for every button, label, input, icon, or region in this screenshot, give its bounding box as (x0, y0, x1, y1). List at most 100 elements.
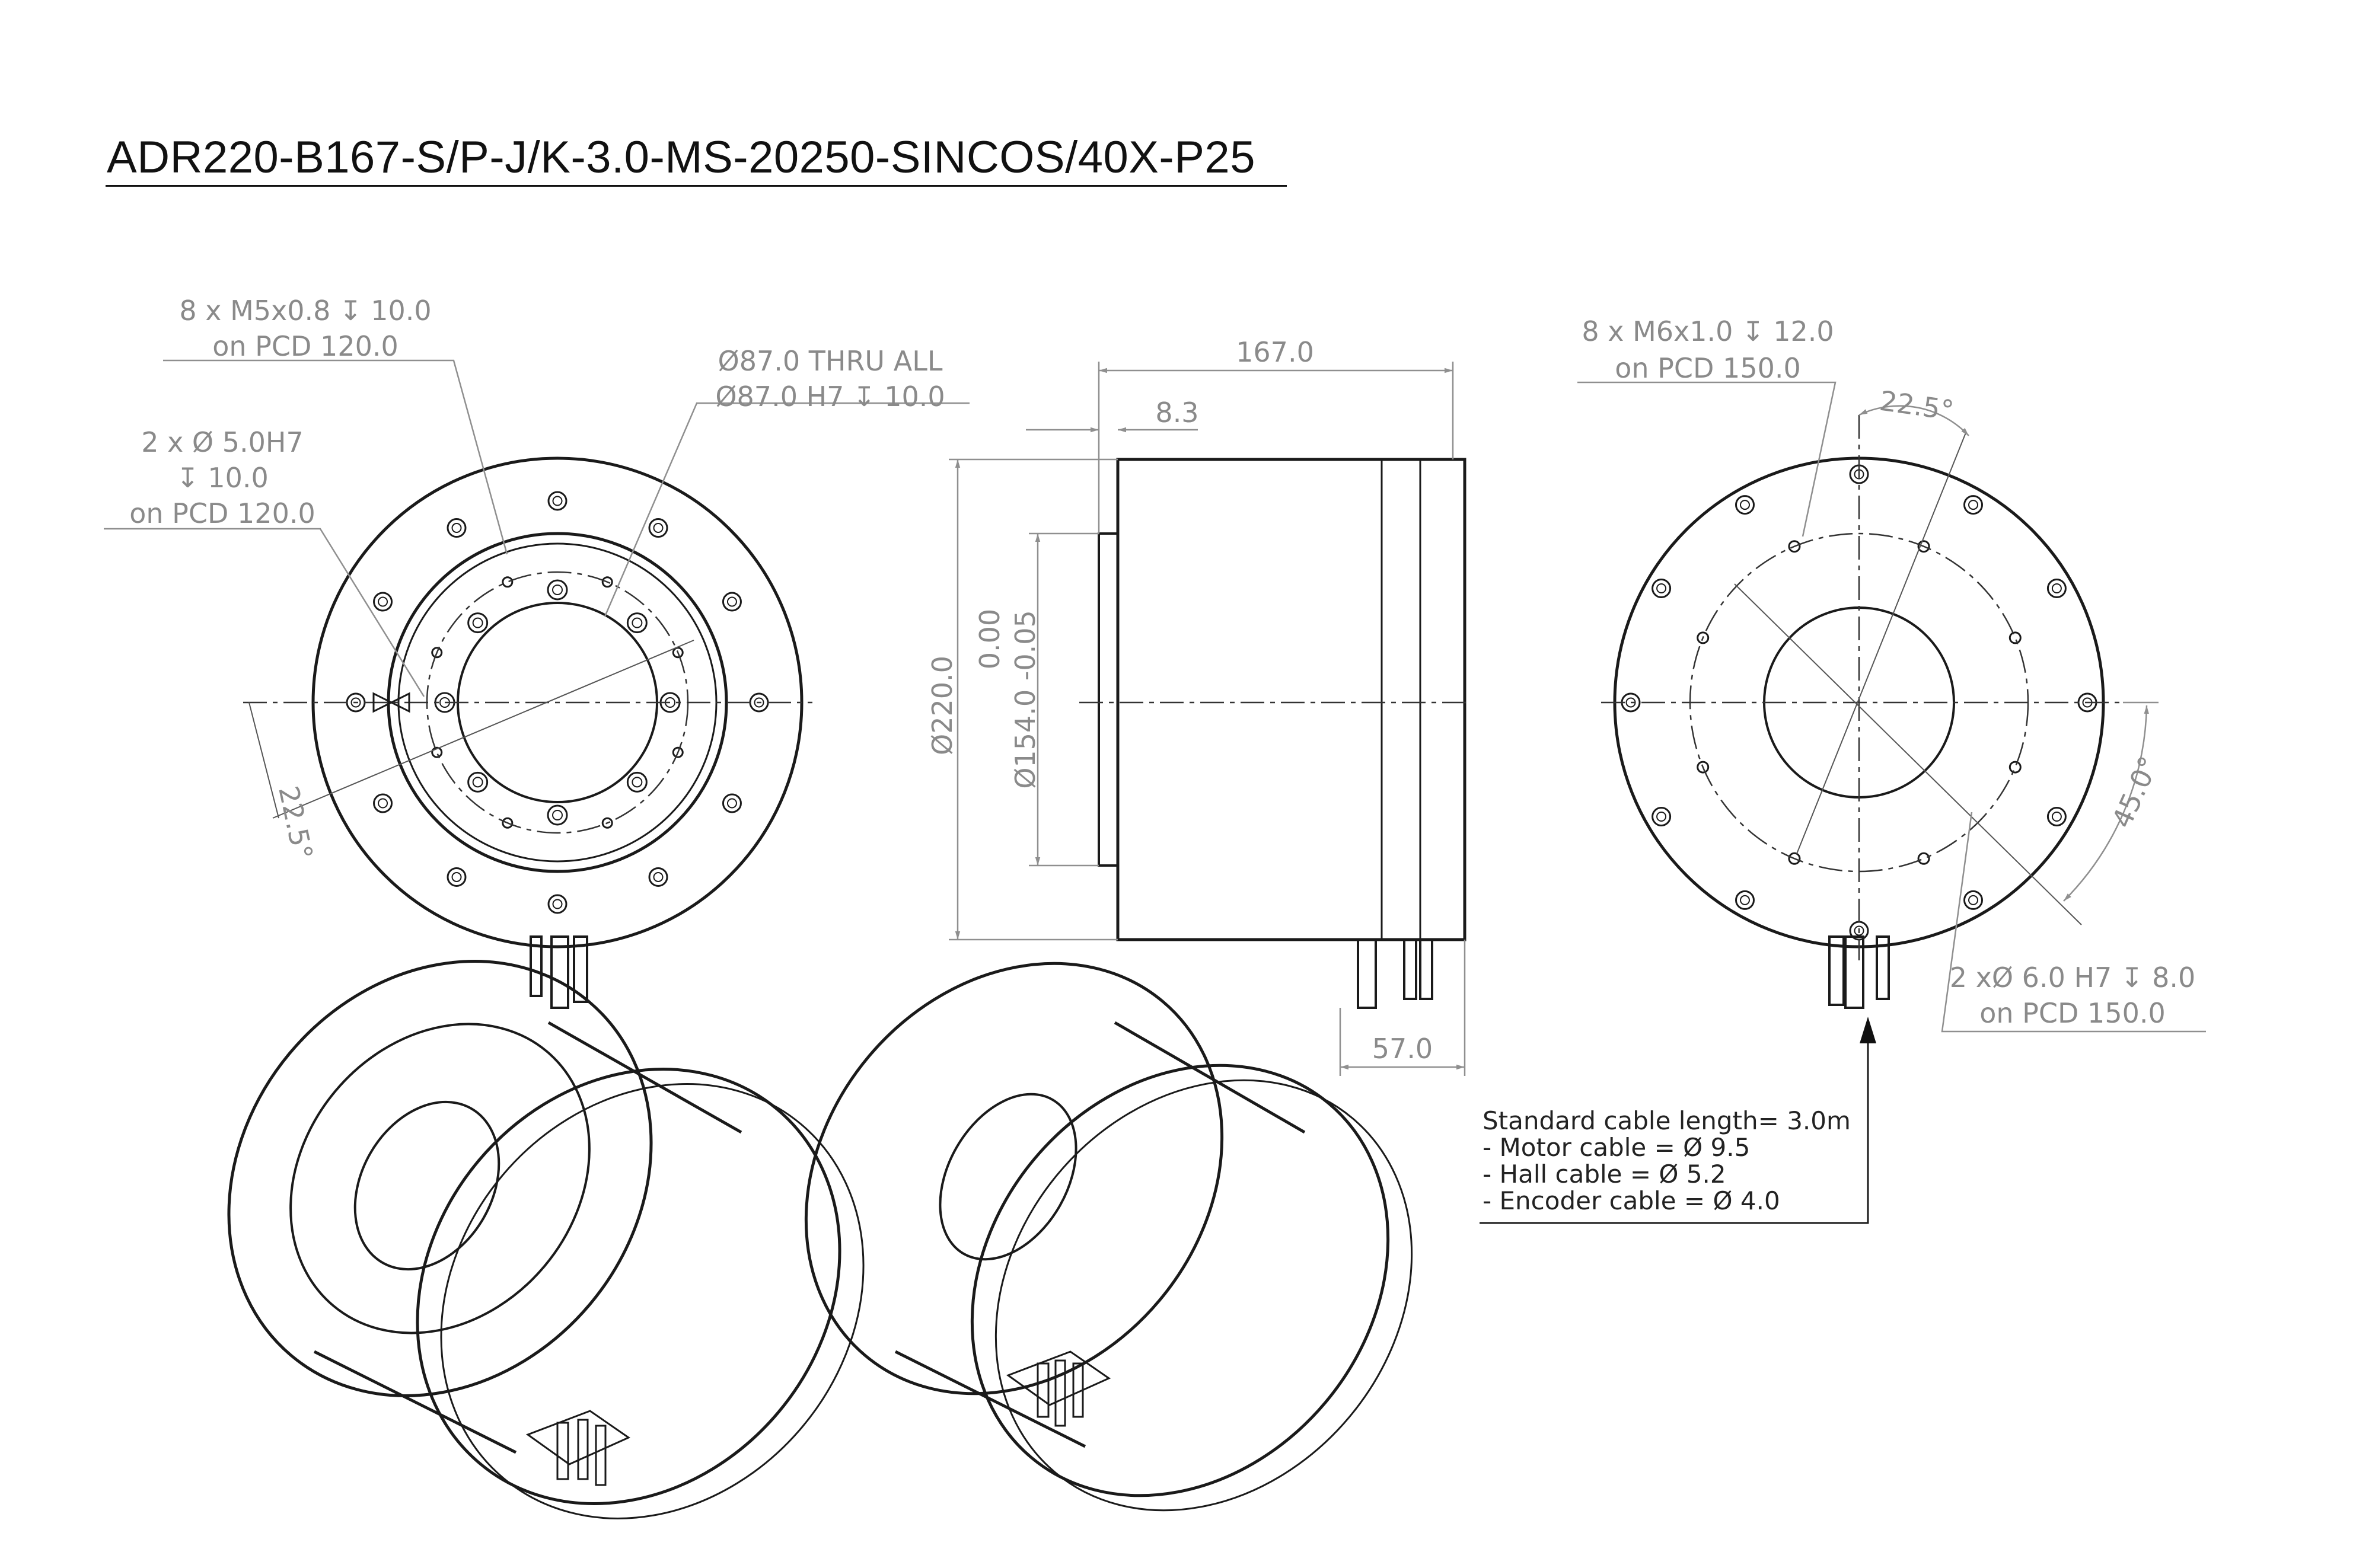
iso2-bottom-edge (894, 1350, 1086, 1448)
front-outer-bolt-hole (648, 867, 668, 887)
iso1-flange (289, 1023, 591, 1334)
front-outer-bolt-hole-inner (552, 496, 563, 506)
front-pin-callout-line1: 2 x Ø 5.0H7 (141, 426, 304, 458)
rear-m6-callout-line1: 8 x M6x1.0 ↧ 12.0 (1582, 315, 1834, 347)
side-cable-stubs (1357, 938, 1433, 1009)
front-outer-bolt-hole (648, 518, 668, 538)
title-underline (106, 185, 1287, 187)
front-outer-bolt-hole-inner (726, 798, 737, 809)
rear-outer-bolt-hole-inner (1740, 895, 1750, 905)
front-pin-leader (104, 528, 425, 697)
iso1-connector (525, 1410, 631, 1486)
side-pilot-tol-label: 0.00 (974, 609, 1006, 669)
rear-angle-side-label: 45.0° (2106, 752, 2165, 833)
front-outer-bolt-hole-inner (754, 697, 764, 708)
side-flange-label: 8.3 (1155, 397, 1198, 429)
front-bore-leader (604, 402, 970, 617)
front-outer-bolt-hole-inner (653, 523, 664, 534)
front-pcd-hole (601, 817, 613, 829)
front-view: 8 x M5x0.8 ↧ 10.0 on PCD 120.0 Ø87.0 THR… (104, 295, 970, 1009)
front-angle-arc (248, 702, 279, 819)
front-angle-label: 22.5° (272, 783, 319, 863)
side-pilot-dia-label: Ø154.0 -0.05 (1009, 610, 1041, 789)
front-bore-callout-line2: Ø87.0 H7 ↧ 10.0 (715, 381, 945, 413)
rear-pcd-hole (1788, 540, 1801, 553)
iso2-connector (1006, 1350, 1111, 1427)
front-outer-bolt-hole-inner (350, 697, 361, 708)
front-outer-bolt-hole (447, 518, 467, 538)
iso2-bore (939, 1093, 1077, 1261)
front-inner-bolt-hole-inner (632, 777, 643, 788)
front-m5-callout-line1: 8 x M5x0.8 ↧ 10.0 (179, 295, 431, 327)
rear-angle-side-arc (2063, 705, 2149, 902)
rear-pcd-hole (1917, 852, 1930, 865)
rear-outer-bolt-hole-inner (2051, 812, 2062, 822)
rear-angle-line (1796, 432, 1966, 854)
iso2-front-edge (970, 1064, 1390, 1497)
front-pin-callout-line3: on PCD 120.0 (129, 497, 315, 529)
side-body (1116, 458, 1466, 941)
front-outer-bolt-hole-inner (552, 899, 563, 909)
front-inner-bolt-hole (626, 612, 648, 634)
rear-outer-bolt-hole (1652, 807, 1672, 826)
front-outer-bolt-hole-inner (378, 798, 388, 809)
rear-outer-bolt-hole (1735, 495, 1755, 515)
rear-outer-bolt-hole-inner (1656, 583, 1667, 593)
front-outer-bolt-hole-inner (726, 596, 737, 607)
rear-outer-bolt-hole-inner (1656, 812, 1667, 822)
isometric-view-front (227, 960, 865, 1519)
front-inner-bolt-hole (467, 612, 489, 634)
cable-note-line4: - Encoder cable = Ø 4.0 (1482, 1186, 1780, 1215)
drawing-title: ADR220-B167-S/P-J/K-3.0-MS-20250-SINCOS/… (107, 132, 1255, 183)
front-outer-bolt-hole (447, 867, 467, 887)
rear-outer-bolt-hole (2046, 807, 2067, 826)
cable-note-line2: - Motor cable = Ø 9.5 (1482, 1133, 1750, 1162)
front-pcd-hole (431, 746, 443, 758)
iso1-back-edge (416, 1068, 841, 1505)
front-outer-bolt-hole-inner (378, 596, 388, 607)
rear-outer-bolt-hole (1735, 890, 1755, 910)
front-angle-ref-line (272, 640, 694, 819)
side-flange (1098, 532, 1119, 867)
front-inner-bolt-hole (626, 771, 648, 793)
rear-outer-bolt-hole-inner (2051, 583, 2062, 593)
front-m5-leader (163, 359, 508, 555)
front-bore-callout-line1: Ø87.0 THRU ALL (718, 345, 943, 377)
rear-pcd-hole (1917, 540, 1930, 553)
cable-note-line3: - Hall cable = Ø 5.2 (1482, 1160, 1726, 1189)
front-outer-bolt-hole (373, 793, 393, 813)
front-pcd-hole (672, 746, 684, 758)
front-inner-bolt-hole (547, 804, 568, 826)
front-outer-bolt-hole-inner (653, 871, 664, 882)
front-inner-bolt-hole-inner (472, 617, 483, 628)
front-outer-bolt-hole (722, 793, 742, 813)
front-pin-callout-line2: ↧ 10.0 (176, 462, 269, 494)
front-outer-bolt-hole-inner (451, 871, 462, 882)
rear-outer-bolt-hole (1963, 495, 1983, 515)
rear-outer-bolt-hole-inner (1740, 500, 1750, 510)
rear-angle-top-arc (1858, 405, 1969, 436)
iso1-front-face (227, 960, 653, 1397)
front-flange-circle (387, 532, 728, 873)
front-outer-bolt-hole (373, 592, 393, 612)
rear-outer-bolt-hole (1963, 890, 1983, 910)
rear-m6-leader (1577, 381, 1837, 537)
front-view-holes (346, 491, 769, 914)
front-inner-bolt-hole-inner (632, 617, 643, 628)
front-outer-bolt-hole (722, 592, 742, 612)
front-outer-bolt-hole-inner (451, 523, 462, 534)
iso2-rear-face (804, 962, 1224, 1395)
cable-note-leader (1480, 1020, 1869, 1224)
side-cable-offset-label: 57.0 (1372, 1033, 1433, 1065)
front-inner-bolt-hole (467, 771, 489, 793)
front-pcd-hole (502, 817, 514, 829)
rear-view: 22.5° 45.0° 8 x M6x1.0 ↧ 12.0 on PCD 150… (1480, 315, 2206, 1224)
front-m5-callout-line2: on PCD 120.0 (212, 330, 398, 362)
rear-pcd-hole (2008, 761, 2022, 774)
cable-note-arrowhead (1860, 1017, 1876, 1043)
rear-pin-leader (1941, 812, 2206, 1033)
side-length-label: 167.0 (1236, 336, 1314, 368)
front-inner-bolt-hole-inner (552, 585, 563, 595)
rear-outer-bolt-hole-inner (1968, 500, 1978, 510)
